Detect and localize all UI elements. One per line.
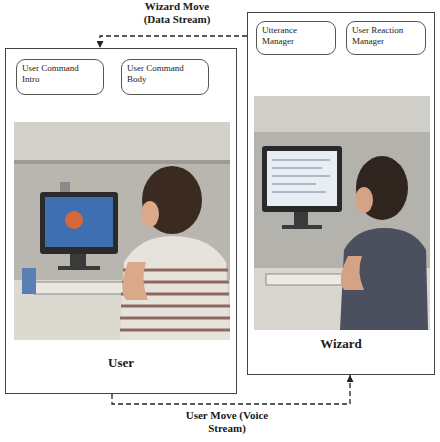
stream-label: User Move (Voice Stream) [182, 409, 272, 435]
module-label: User Command Body [127, 63, 203, 85]
participant-box: User User Command Intro User Command Body [5, 48, 237, 394]
dashed-arrow [112, 375, 350, 404]
module-box: User Reaction Manager [346, 21, 426, 55]
module-label: User Reaction Manager [352, 25, 420, 47]
module-box: Utterance Manager [256, 21, 336, 55]
participant-label: Wizard [320, 336, 362, 352]
participant-label: User [108, 355, 134, 371]
user-photo [14, 122, 230, 340]
participant-box: Wizard Utterance Manager User Reaction Man… [247, 12, 435, 375]
dashed-arrow [100, 36, 247, 48]
module-box: User Command Intro [16, 59, 104, 95]
module-label: Utterance Manager [262, 25, 330, 47]
wizard-photo [254, 96, 430, 330]
module-box: User Command Body [121, 59, 209, 95]
module-label: User Command Intro [22, 63, 98, 85]
stream-label: Wizard Move (Data Stream) [132, 0, 222, 26]
